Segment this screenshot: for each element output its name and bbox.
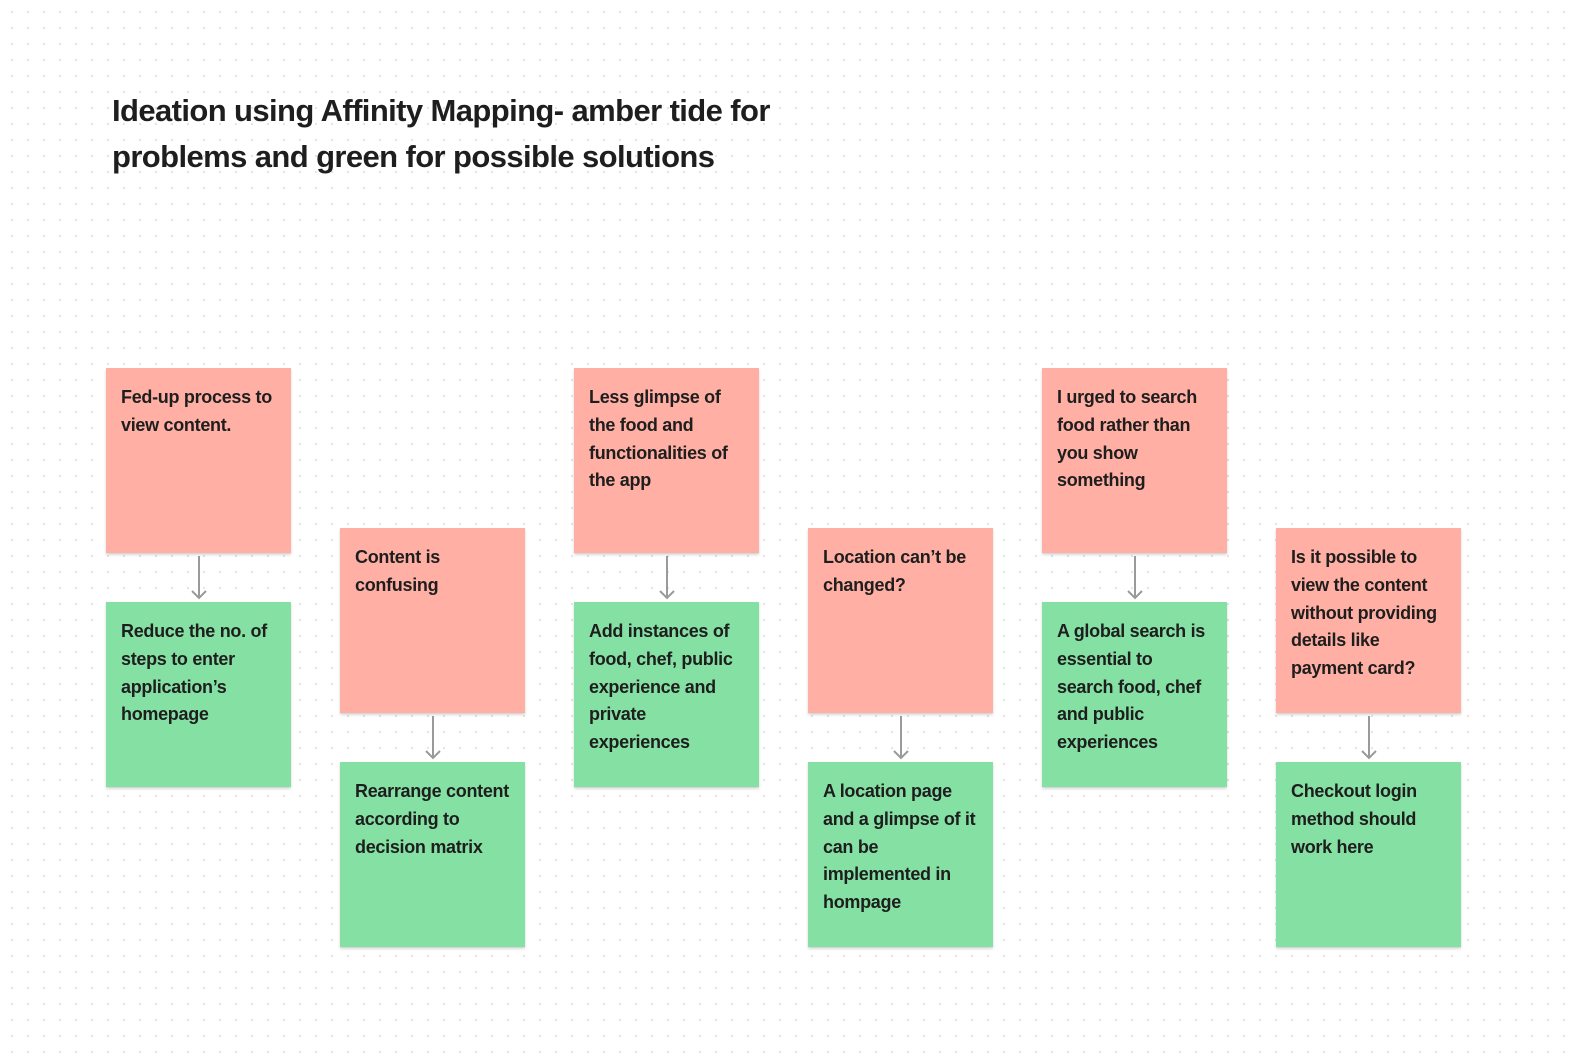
down-arrow-icon [1127,556,1143,600]
solution-sticky-note[interactable]: Reduce the no. of steps to enter applica… [106,602,291,787]
solution-sticky-note[interactable]: Add instances of food, chef, public expe… [574,602,759,787]
problem-sticky-note[interactable]: I urged to search food rather than you s… [1042,368,1227,553]
down-arrow-icon [425,716,441,760]
problem-sticky-note[interactable]: Content is confusing [340,528,525,713]
problem-sticky-note[interactable]: Fed-up process to view content. [106,368,291,553]
down-arrow-icon [191,556,207,600]
problem-sticky-note[interactable]: Is it possible to view the content witho… [1276,528,1461,713]
down-arrow-icon [1361,716,1377,760]
solution-sticky-note[interactable]: Rearrange content according to decision … [340,762,525,947]
down-arrow-icon [659,556,675,600]
solution-sticky-note[interactable]: Checkout login method should work here [1276,762,1461,947]
problem-sticky-note[interactable]: Less glimpse of the food and functionali… [574,368,759,553]
solution-sticky-note[interactable]: A location page and a glimpse of it can … [808,762,993,947]
board-title: Ideation using Affinity Mapping- amber t… [112,93,770,174]
solution-sticky-note[interactable]: A global search is essential to search f… [1042,602,1227,787]
problem-sticky-note[interactable]: Location can’t be changed? [808,528,993,713]
down-arrow-icon [893,716,909,760]
